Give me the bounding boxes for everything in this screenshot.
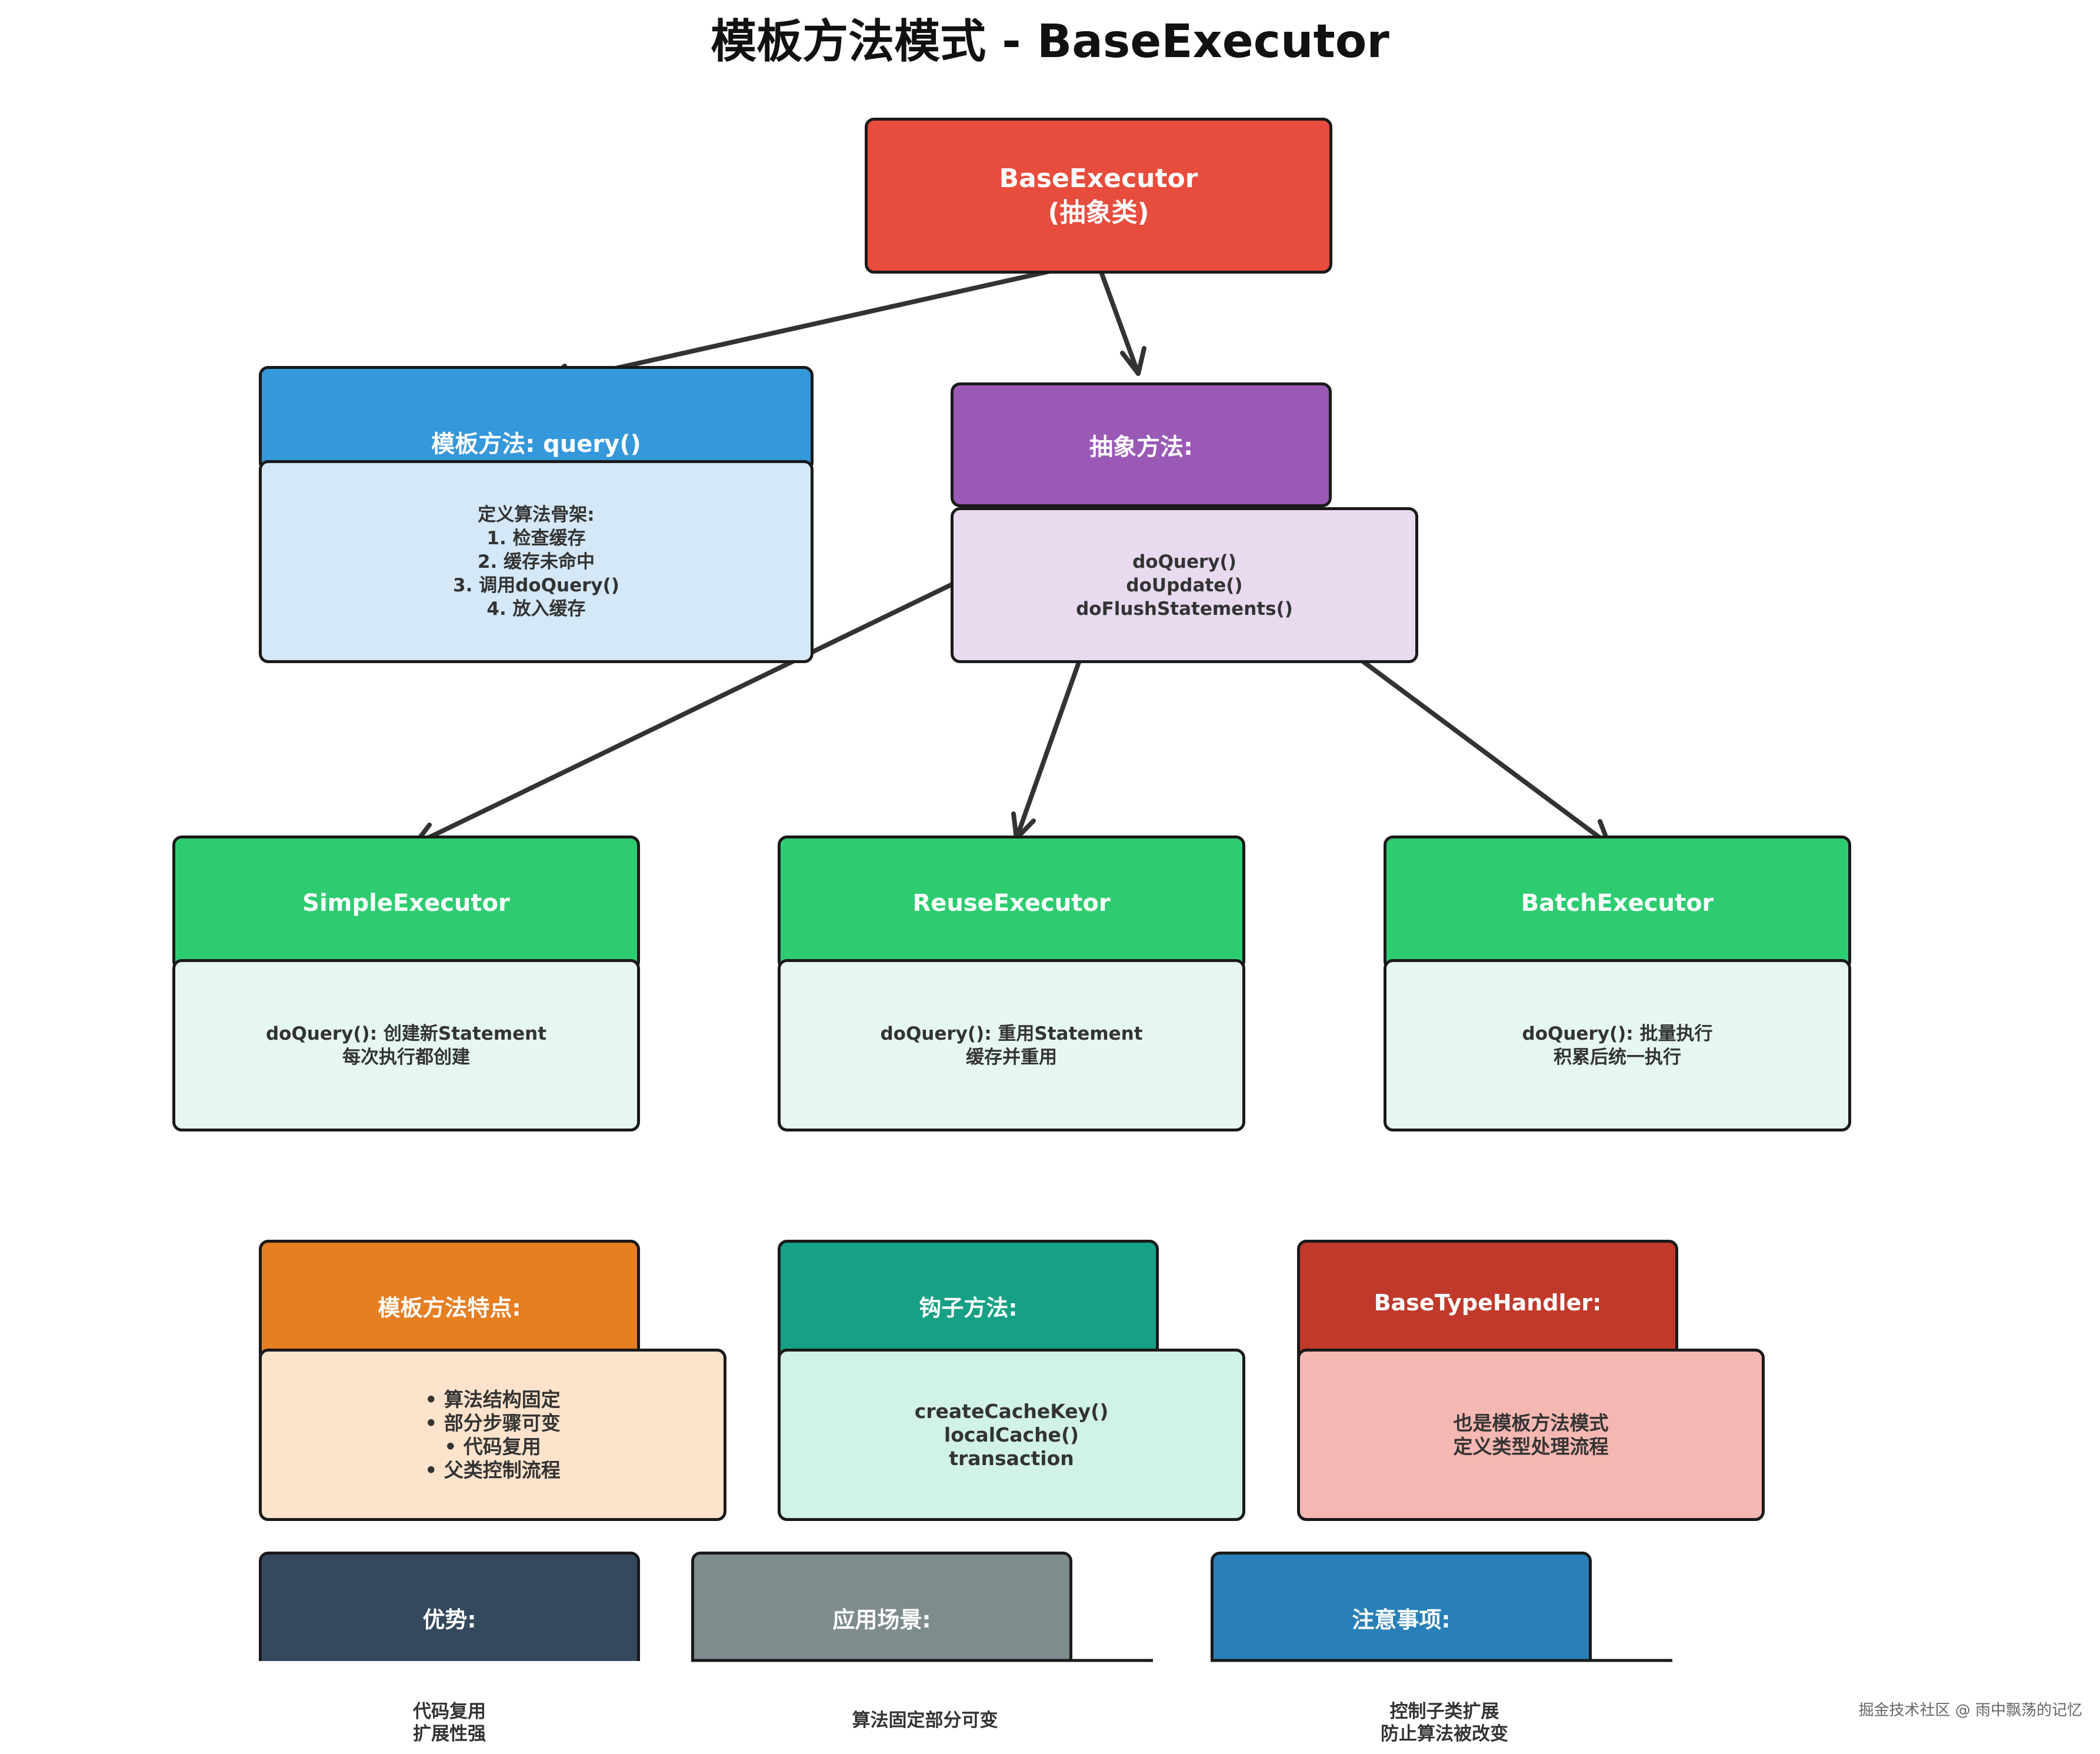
- watermark: 掘金技术社区 @ 雨中飘荡的记忆: [1858, 1702, 2082, 1719]
- features-body: • 算法结构固定 • 部分步骤可变 • 代码复用 • 父类控制流程: [259, 1349, 726, 1521]
- reuse-executor-text: doQuery(): 重用Statement 缓存并重用: [880, 1023, 1143, 1068]
- arrow-base-to-abstract: [1095, 258, 1141, 376]
- hooks-header-label: 钩子方法:: [919, 1295, 1018, 1321]
- bottom-cutoff: [0, 1661, 2100, 1754]
- batch-executor-text: doQuery(): 批量执行 积累后统一执行: [1522, 1023, 1713, 1068]
- hooks-body-text: createCacheKey() localCache() transactio…: [914, 1399, 1109, 1470]
- reuse-executor-header: ReuseExecutor: [778, 836, 1245, 971]
- type-handler-body: 也是模板方法模式 定义类型处理流程: [1297, 1349, 1765, 1521]
- template-method-header: 模板方法: query(): [259, 366, 814, 472]
- notes-header-label: 注意事项:: [1352, 1607, 1451, 1633]
- base-executor-label: BaseExecutor (抽象类): [999, 163, 1198, 228]
- scenarios-header-label: 应用场景:: [832, 1607, 931, 1633]
- abstract-methods-header-label: 抽象方法:: [1089, 434, 1193, 461]
- template-method-body-text: 定义算法骨架: 1. 检查缓存 2. 缓存未命中 3. 调用doQuery() …: [453, 504, 619, 620]
- abstract-methods-header: 抽象方法:: [951, 382, 1332, 507]
- advantages-header-label: 优势:: [422, 1607, 476, 1633]
- diagram-title: 模板方法模式 - BaseExecutor: [711, 15, 1389, 68]
- batch-executor-body: doQuery(): 批量执行 积累后统一执行: [1384, 959, 1851, 1131]
- reuse-executor-label: ReuseExecutor: [912, 890, 1111, 917]
- base-executor-box: BaseExecutor (抽象类): [865, 118, 1332, 274]
- template-method-header-label: 模板方法: query(): [431, 431, 641, 458]
- simple-executor-header: SimpleExecutor: [172, 836, 640, 971]
- arrow-base-to-template: [545, 258, 1099, 386]
- hooks-body: createCacheKey() localCache() transactio…: [778, 1349, 1245, 1521]
- abstract-methods-body-text: doQuery() doUpdate() doFlushStatements(): [1076, 551, 1293, 620]
- advantages-text: 代码复用 扩展性强: [413, 1701, 486, 1745]
- simple-executor-text: doQuery(): 创建新Statement 每次执行都创建: [265, 1023, 547, 1068]
- abstract-methods-body: doQuery() doUpdate() doFlushStatements(): [951, 507, 1418, 663]
- features-header-label: 模板方法特点:: [378, 1295, 521, 1321]
- template-method-body: 定义算法骨架: 1. 检查缓存 2. 缓存未命中 3. 调用doQuery() …: [259, 460, 814, 663]
- simple-executor-body: doQuery(): 创建新Statement 每次执行都创建: [172, 959, 640, 1131]
- type-handler-body-text: 也是模板方法模式 定义类型处理流程: [1453, 1411, 1609, 1458]
- notes-text: 控制子类扩展 防止算法被改变: [1381, 1701, 1508, 1745]
- arrowhead-abstract: [1120, 346, 1146, 376]
- scenarios-text: 算法固定部分可变: [852, 1710, 998, 1731]
- type-handler-header-label: BaseTypeHandler:: [1374, 1290, 1602, 1316]
- batch-executor-label: BatchExecutor: [1521, 890, 1714, 917]
- simple-executor-label: SimpleExecutor: [302, 890, 510, 917]
- batch-executor-header: BatchExecutor: [1384, 836, 1851, 971]
- features-body-text: • 算法结构固定 • 部分步骤可变 • 代码复用 • 父类控制流程: [425, 1387, 561, 1482]
- reuse-executor-body: doQuery(): 重用Statement 缓存并重用: [778, 959, 1245, 1131]
